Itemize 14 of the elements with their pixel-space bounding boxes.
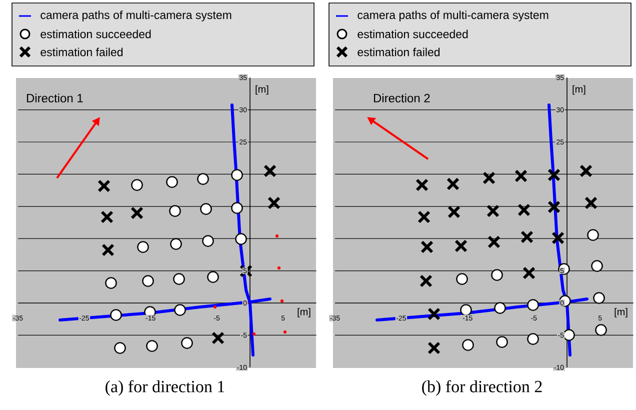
- unit-label: [m]: [298, 308, 310, 318]
- legend-text: estimation succeeded: [40, 30, 151, 38]
- direction-label: Direction 1: [27, 94, 83, 102]
- legend-text: camera paths of multi-camera system: [358, 10, 548, 22]
- unit-label: [m]: [614, 308, 628, 318]
- legend-text: camera paths of multi-camera system: [40, 10, 232, 22]
- legend-text: estimation failed: [40, 48, 123, 56]
- legend-text: estimation failed: [358, 48, 440, 56]
- unit-label: [m]: [572, 85, 586, 95]
- direction-label: Direction 2: [374, 94, 430, 102]
- panel-caption: (a) for direction 1: [106, 380, 224, 396]
- panel-caption: (b) for direction 2: [422, 380, 542, 396]
- unit-label: [m]: [256, 85, 268, 95]
- legend-text: estimation succeeded: [358, 30, 468, 38]
